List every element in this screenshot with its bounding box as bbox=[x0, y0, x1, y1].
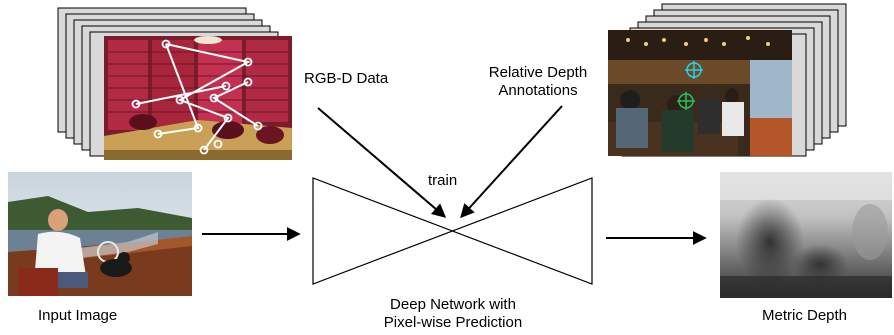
input-image-label: Input Image bbox=[38, 307, 118, 324]
rgbd-data-label: RGB-D Data bbox=[304, 70, 389, 87]
network-label-line1: Deep Network with bbox=[390, 296, 516, 313]
relative-depth-to-network-arrow bbox=[460, 105, 563, 219]
relative-depth-label: Relative Depth Annotations bbox=[470, 64, 606, 100]
rgbd-to-network-arrow bbox=[317, 107, 447, 218]
metric-depth-map bbox=[720, 172, 892, 298]
network-label-line2: Pixel-wise Prediction bbox=[383, 314, 523, 331]
metric-depth-label: Metric Depth bbox=[762, 307, 848, 324]
rgbd-room-photo bbox=[104, 36, 292, 160]
relative-depth-label-line1: Relative Depth bbox=[488, 64, 588, 81]
train-label: train bbox=[428, 172, 458, 189]
network-label: Deep Network with Pixel-wise Prediction bbox=[360, 296, 546, 332]
network-bowtie-shape bbox=[312, 177, 593, 285]
relative-depth-label-line2: Annotations bbox=[498, 82, 578, 99]
relative-depth-image-stack bbox=[608, 3, 847, 157]
rgbd-image-stack bbox=[57, 7, 292, 160]
input-image-photo bbox=[8, 172, 192, 296]
bar-scene-photo bbox=[608, 30, 792, 156]
